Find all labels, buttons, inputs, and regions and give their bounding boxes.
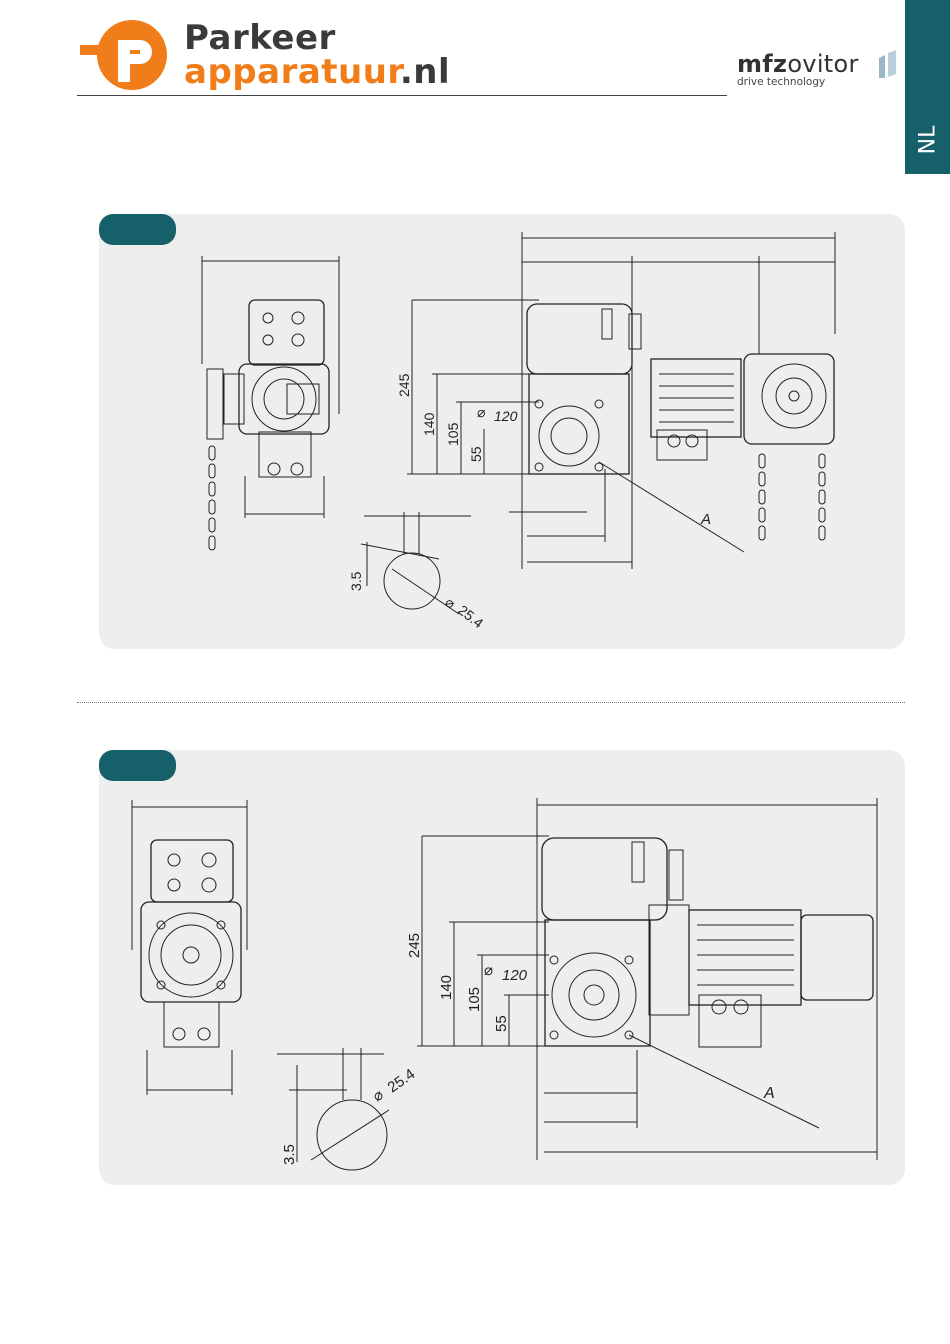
p2-dim-245: 245	[406, 933, 423, 958]
p1-dim-120: 120	[494, 408, 518, 424]
p2-dim-120-symbol: ⌀	[484, 962, 493, 979]
logo-wordmark: Parkeer apparatuur.nl	[184, 21, 450, 89]
p2-label-a: A	[763, 1085, 775, 1102]
language-tab[interactable]: NL	[905, 0, 950, 174]
brand-mark-icon	[877, 50, 899, 80]
logo-line1: Parkeer	[184, 21, 450, 55]
drawing-panel-2: 245 140 105 55 ⌀ 120 A	[99, 750, 905, 1185]
p2-dim-120: 120	[502, 967, 528, 984]
technical-drawing-1: 245 140 105 55 ⌀ 120 A	[99, 214, 905, 649]
drawing-panel-1: 245 140 105 55 ⌀ 120 A	[99, 214, 905, 649]
p1-dim-3-5: 3.5	[348, 571, 364, 591]
p1-dim-140: 140	[421, 412, 437, 436]
brand-name: mfzovitor	[737, 50, 859, 78]
p2-dim-3-5: 3.5	[281, 1144, 298, 1165]
brand-name-rest: ovitor	[787, 50, 858, 78]
chain-left	[209, 446, 215, 550]
chain-right	[759, 454, 825, 540]
p1-dim-105: 105	[445, 422, 461, 446]
p1-dim-120-symbol: ⌀	[477, 404, 485, 420]
p2-dim-25-4: 25.4	[385, 1066, 419, 1097]
logo-mark-icon	[80, 18, 170, 92]
brand-name-bold: mfz	[737, 50, 787, 78]
p1-dim-25-4: 25.4	[455, 602, 486, 632]
mfzovitor-brand: mfzovitor drive technology	[737, 50, 859, 88]
p2-dim-55: 55	[493, 1015, 510, 1032]
p2-dim-140: 140	[438, 975, 455, 1000]
p1-dim-245: 245	[396, 373, 412, 397]
p1-dim-25-4-symbol: ⌀	[442, 594, 458, 612]
dotted-divider	[77, 702, 905, 703]
p2-dim-105: 105	[466, 987, 483, 1012]
technical-drawing-2: 245 140 105 55 ⌀ 120 A	[99, 750, 905, 1185]
header-rule	[77, 95, 727, 96]
logo-line2-main: apparatuur	[184, 52, 400, 92]
language-label: NL	[915, 126, 940, 155]
p2-dim-25-4-symbol: ⌀	[370, 1086, 387, 1105]
parkeerapparatuur-logo[interactable]: Parkeer apparatuur.nl	[80, 18, 450, 92]
logo-tld: .nl	[400, 52, 450, 92]
logo-line2: apparatuur.nl	[184, 55, 450, 89]
p1-label-a: A	[700, 511, 711, 528]
p1-dim-55: 55	[468, 446, 484, 462]
